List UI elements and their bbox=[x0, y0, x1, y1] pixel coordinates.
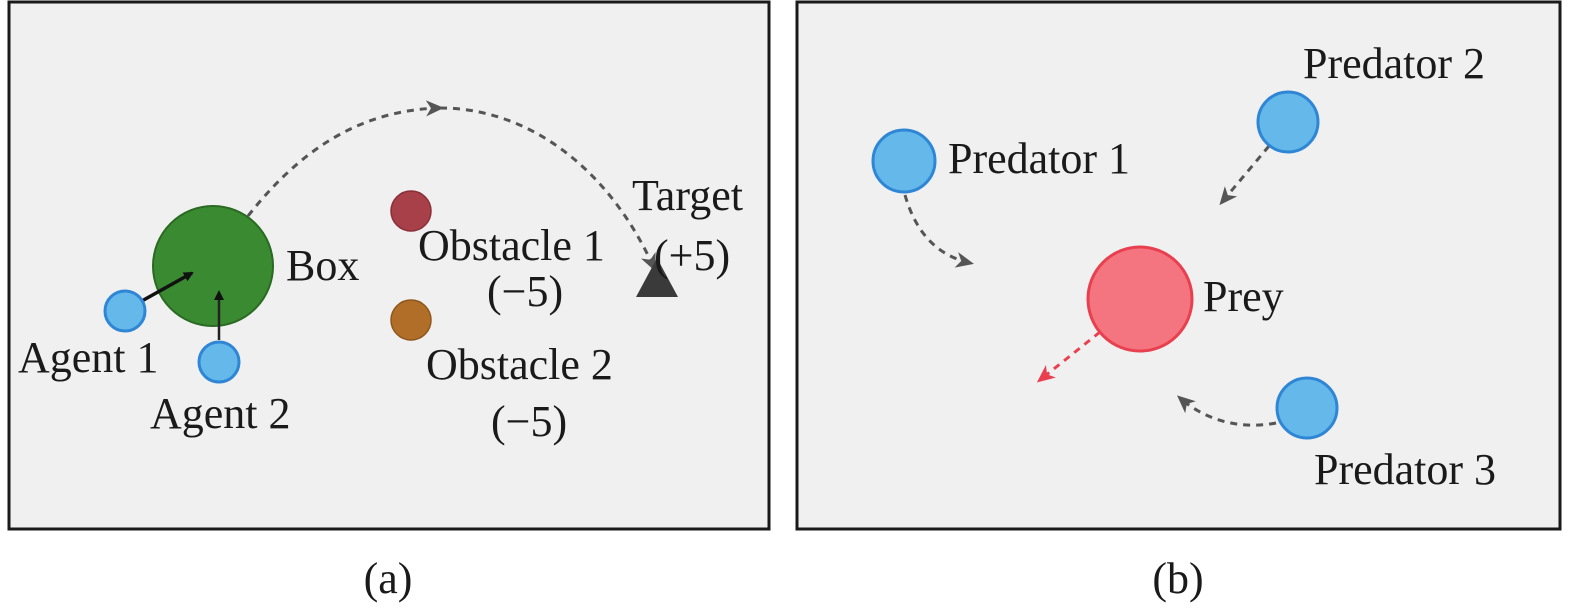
predator3-trajectory bbox=[1176, 395, 1277, 427]
caption-a: (a) bbox=[364, 554, 413, 603]
agent1-circle bbox=[103, 289, 147, 333]
box-circle bbox=[152, 205, 274, 327]
predator2-label: Predator 2 bbox=[1303, 39, 1485, 88]
agent1-label: Agent 1 bbox=[18, 333, 159, 382]
panel-a: Box Agent 1 Agent 2 Obstacle 1 (−5) Obst… bbox=[7, 0, 771, 531]
panel-b: Predator 1 Predator 2 Predator 3 Prey bbox=[795, 0, 1562, 531]
agent2-label: Agent 2 bbox=[150, 389, 291, 438]
caption-b: (b) bbox=[1152, 554, 1203, 603]
predator1-label: Predator 1 bbox=[948, 134, 1130, 183]
box-trajectory-segment-2 bbox=[439, 106, 656, 272]
obstacle2-circle bbox=[390, 299, 432, 341]
target-triangle bbox=[636, 258, 678, 297]
target-reward: (+5) bbox=[654, 231, 730, 280]
predator2-circle bbox=[1256, 90, 1320, 154]
predator3-label: Predator 3 bbox=[1314, 445, 1496, 494]
predator3-circle bbox=[1275, 376, 1339, 440]
obstacle1-reward: (−5) bbox=[487, 267, 563, 316]
obstacle1-label: Obstacle 1 bbox=[418, 221, 605, 270]
box-label: Box bbox=[286, 241, 359, 290]
prey-label: Prey bbox=[1203, 272, 1284, 321]
obstacle1-circle bbox=[390, 190, 432, 232]
obstacle2-label: Obstacle 2 bbox=[426, 340, 613, 389]
predator1-circle bbox=[871, 128, 937, 194]
target-label: Target bbox=[632, 171, 743, 220]
prey-circle bbox=[1086, 245, 1194, 353]
agent1-push-arrow bbox=[139, 271, 194, 304]
box-trajectory-segment-1 bbox=[246, 100, 444, 217]
obstacle2-reward: (−5) bbox=[491, 397, 567, 446]
agent2-circle bbox=[197, 340, 241, 384]
